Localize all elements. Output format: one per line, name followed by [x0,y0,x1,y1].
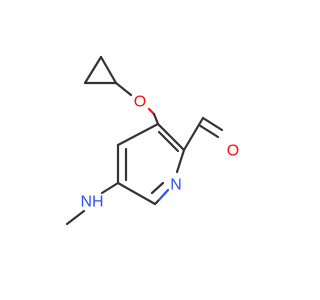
ring-c6-c5 [116,181,157,206]
ring-n1-c6 [156,188,170,203]
ether-oxygen-label: O [134,94,146,111]
ring-n1-c6-double [150,181,165,195]
molecule-canvas: O O N NH [65,55,240,226]
amine-nitrogen-label: NH [80,194,103,211]
cyclopropyl-bond-1 [83,55,103,85]
ring-c2-n1 [175,148,186,174]
molecule-structure: O O N NH [65,55,239,226]
c5-nh-bond [100,181,120,195]
cyclopropyl-bond-2 [99,55,118,85]
ring-nitrogen-label: N [170,177,182,194]
nh-methyl-bond [65,209,86,226]
cho-double-bond-b [197,123,220,139]
c2-cho-bond [182,116,205,152]
cho-double-bond-a [201,116,224,132]
ring-c3-c2 [156,122,186,152]
o-c3-bond-red [147,107,156,116]
ring-c4-c3 [116,122,160,147]
o-c3-bond [152,112,160,126]
cyclopropyl-o-bond [114,81,133,97]
ring-c3-c2-double [157,130,180,153]
aldehyde-oxygen-label: O [227,143,239,160]
